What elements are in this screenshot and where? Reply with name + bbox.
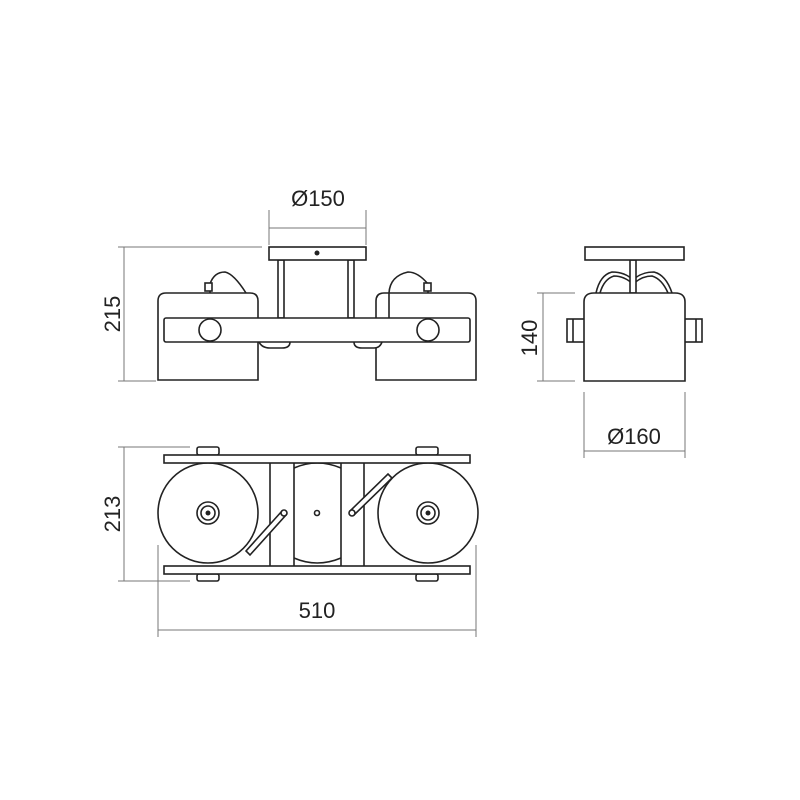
left-joint	[258, 341, 291, 349]
side-canopy	[584, 246, 685, 261]
right-cable	[388, 271, 429, 318]
tab	[415, 573, 439, 582]
left-pivot	[198, 318, 222, 342]
right-pivot	[416, 318, 440, 342]
canopy-screw	[314, 250, 320, 256]
bottom-rail	[163, 565, 471, 575]
stem	[629, 259, 637, 294]
dim-length: 510	[299, 598, 336, 623]
rod-left	[277, 259, 285, 319]
left-knob	[566, 318, 586, 343]
left-cable-clamp	[204, 282, 213, 292]
tab	[415, 446, 439, 456]
right-cable-clamp	[423, 282, 432, 292]
dim-side-height: 140	[517, 320, 542, 357]
front-view: Ø150 215	[100, 186, 477, 382]
rod-right	[347, 259, 355, 319]
top-view: 213 510	[100, 446, 479, 637]
side-shade	[583, 292, 686, 382]
tab	[196, 446, 220, 456]
center-screw	[313, 509, 321, 517]
dim-height: 215	[100, 296, 125, 333]
support-bar	[163, 317, 471, 343]
top-rail	[163, 454, 471, 464]
dim-shade-diameter: Ø160	[607, 424, 661, 449]
side-view: 140 Ø160	[517, 246, 703, 458]
dim-depth: 213	[100, 496, 125, 533]
center-canopy	[293, 462, 342, 564]
right-lens	[416, 501, 440, 525]
right-joint	[353, 341, 383, 349]
right-knob	[683, 318, 703, 343]
left-cable	[209, 271, 247, 294]
left-lens	[196, 501, 220, 525]
dim-canopy-diameter: Ø150	[291, 186, 345, 211]
tab	[196, 573, 220, 582]
